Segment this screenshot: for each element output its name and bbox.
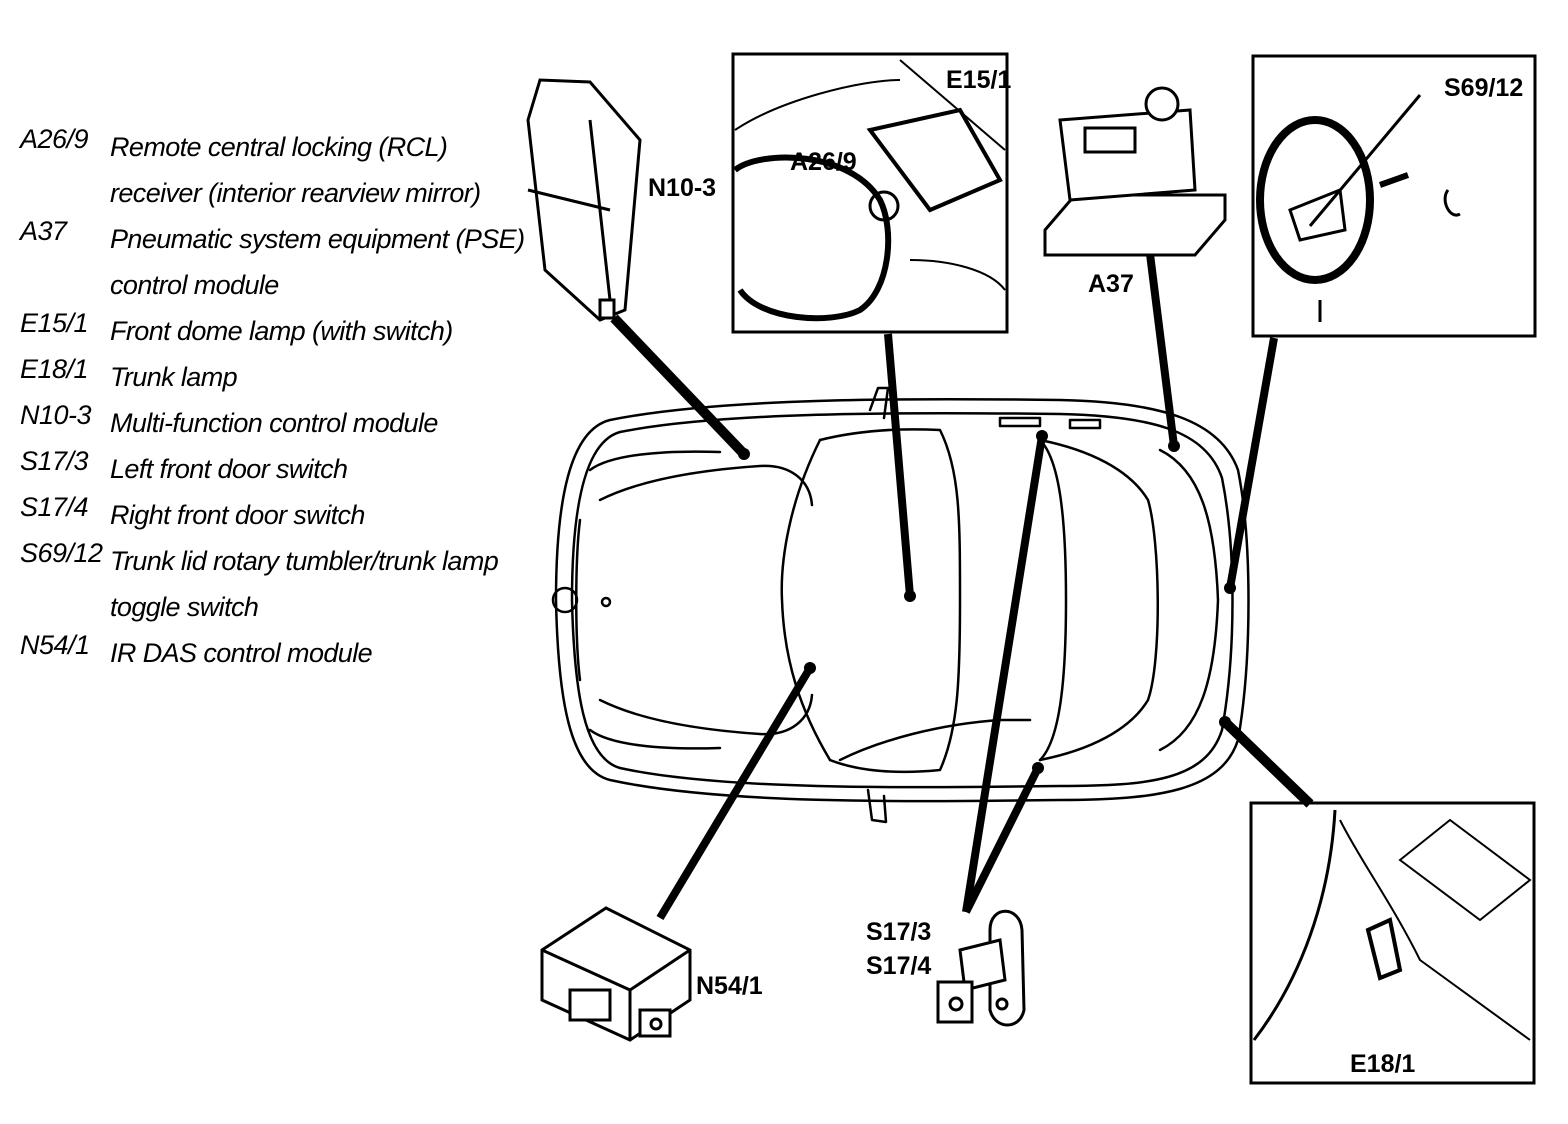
callout-a26-9: A26/9 [790, 148, 857, 176]
legend-item-e18-1: E18/1 Trunk lamp [14, 354, 534, 400]
legend-item-s17-3: S17/3 Left front door switch [14, 446, 534, 492]
leader-s69-12 [1226, 337, 1278, 589]
legend-code: S69/12 [20, 538, 103, 568]
callout-e18-1: E18/1 [1350, 1050, 1415, 1078]
leader-s69-12-pointer [1378, 172, 1410, 188]
legend-description: Remote central locking (RCL) receiver (i… [110, 132, 481, 208]
legend-description: Left front door switch [110, 454, 348, 484]
legend-item-a37: A37 Pneumatic system equipment (PSE) con… [14, 216, 534, 308]
legend-code: N10-3 [20, 400, 92, 430]
callout-s69-12: S69/12 [1444, 74, 1523, 102]
leader-lines [610, 94, 1422, 921]
legend-item-n10-3: N10-3 Multi-function control module [14, 400, 534, 446]
legend-description: Front dome lamp (with switch) [110, 316, 453, 346]
inset-trunk-lock [1251, 54, 1537, 338]
legend-code: S17/3 [20, 446, 89, 476]
leader-a37 [1146, 253, 1178, 447]
leader-n54-1 [656, 665, 814, 921]
leader-e18-1 [1221, 718, 1314, 808]
switch-s17 [936, 909, 1026, 1027]
legend-description: Right front door switch [110, 500, 365, 530]
legend-description: Trunk lid rotary tumbler/trunk lamp togg… [110, 546, 499, 622]
inset-roof-console [731, 52, 1009, 334]
dot-s17-3 [1036, 430, 1048, 442]
legend-code: A37 [20, 216, 67, 246]
dot-s69-12 [1224, 582, 1236, 594]
module-a37 [1043, 86, 1227, 257]
legend-item-e15-1: E15/1 Front dome lamp (with switch) [14, 308, 534, 354]
legend-item-s17-4: S17/4 Right front door switch [14, 492, 534, 538]
leader-s69-12-detail [1308, 94, 1422, 227]
component-legend: A26/9 Remote central locking (RCL) recei… [14, 124, 534, 676]
callout-n10-3: N10-3 [648, 174, 716, 202]
module-n10-3 [526, 78, 642, 322]
legend-description: Trunk lamp [110, 362, 238, 392]
legend-description: Pneumatic system equipment (PSE) control… [110, 224, 525, 300]
dot-n10-3 [738, 448, 750, 460]
leader-s17-3 [962, 435, 1046, 913]
legend-item-n54-1: N54/1 IR DAS control module [14, 630, 534, 676]
legend-item-a26-9: A26/9 Remote central locking (RCL) recei… [14, 124, 534, 216]
legend-code: S17/4 [20, 492, 89, 522]
dot-e15-1 [904, 590, 916, 602]
legend-description: Multi-function control module [110, 408, 438, 438]
legend-code: A26/9 [20, 124, 89, 154]
car-body-outline [551, 386, 1250, 824]
legend-code: E15/1 [20, 308, 89, 338]
callout-n54-1: N54/1 [696, 972, 763, 1000]
legend-code: N54/1 [20, 630, 90, 660]
callout-s17-3: S17/3 [866, 918, 931, 946]
callout-s17-4: S17/4 [866, 952, 931, 980]
leader-s17-4 [962, 766, 1042, 914]
legend-item-s69-12: S69/12 Trunk lid rotary tumbler/trunk la… [14, 538, 534, 630]
leader-e15-1 [884, 333, 914, 597]
callout-a37: A37 [1088, 270, 1134, 298]
dot-s17-4 [1032, 762, 1044, 774]
callout-e15-1: E15/1 [946, 66, 1011, 94]
legend-description: IR DAS control module [110, 638, 373, 668]
dot-e18-1 [1219, 716, 1231, 728]
location-dots [738, 430, 1236, 774]
dot-a37 [1168, 440, 1180, 452]
legend-code: E18/1 [20, 354, 89, 384]
module-n54-1 [540, 906, 692, 1042]
inset-trunk-lamp [1249, 801, 1536, 1085]
leader-n10-3 [610, 314, 748, 458]
dot-n54-1 [804, 662, 816, 674]
